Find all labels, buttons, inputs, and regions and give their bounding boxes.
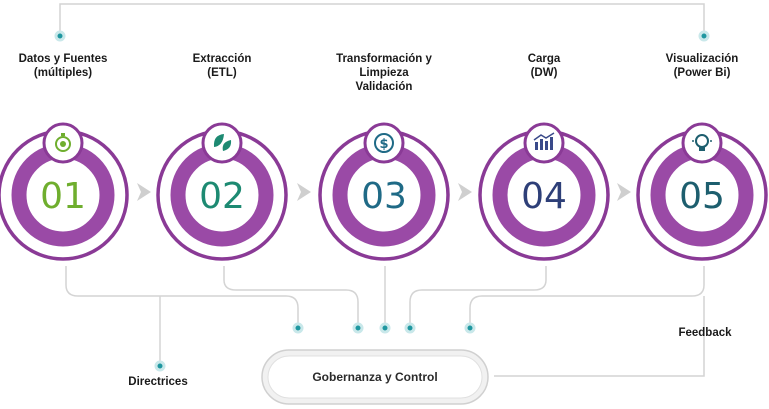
stage-number: 05 bbox=[679, 176, 725, 217]
connector-02 bbox=[223, 266, 359, 324]
bar-chart-icon bbox=[533, 132, 555, 150]
connector-dot-05 bbox=[464, 322, 476, 334]
arrow-04-05 bbox=[617, 183, 631, 201]
svg-text:$: $ bbox=[379, 137, 388, 152]
stage-number: 02 bbox=[199, 176, 245, 217]
lightbulb-icon bbox=[692, 134, 712, 151]
stage-number: 01 bbox=[40, 176, 86, 217]
arrow-02-03 bbox=[297, 183, 311, 201]
stage-label-line: (múltiples) bbox=[34, 67, 92, 79]
connector-04 bbox=[409, 266, 547, 324]
stage-5: Visualización (Power Bi) 05 bbox=[636, 53, 768, 261]
connectors bbox=[54, 3, 710, 377]
connector-dot-03 bbox=[379, 322, 391, 334]
connector-05 bbox=[469, 266, 705, 324]
stage-label-line: (ETL) bbox=[207, 67, 237, 79]
arrow-03-04 bbox=[458, 183, 472, 201]
stage-4: Carga (DW) 04 bbox=[478, 53, 610, 261]
arrow-01-02 bbox=[137, 183, 151, 201]
connector-dot-01 bbox=[292, 322, 304, 334]
top-loop-dot-right bbox=[698, 30, 710, 42]
governance-box: Gobernanza y Control bbox=[261, 349, 489, 405]
stage-icon-badge bbox=[363, 122, 405, 164]
stage-label-line: Visualización bbox=[666, 53, 739, 65]
stage-label-line: Datos y Fuentes bbox=[19, 53, 108, 65]
stage-label-line: Carga bbox=[528, 53, 561, 65]
stage-number: 04 bbox=[521, 176, 567, 217]
stage-label-line: Validación bbox=[356, 81, 413, 93]
stage-arrows bbox=[137, 183, 631, 201]
directrices-label: Directrices bbox=[128, 376, 187, 388]
stages: Datos y Fuentes (múltiples) 01 Extracción (E… bbox=[0, 53, 768, 261]
top-loop-dot-left bbox=[54, 30, 66, 42]
feedback-label: Feedback bbox=[678, 327, 732, 339]
stage-2: Extracción (ETL) 02 bbox=[156, 53, 288, 261]
feedback-line bbox=[494, 296, 705, 377]
stopwatch-icon bbox=[55, 133, 71, 152]
stage-number: 03 bbox=[361, 176, 407, 217]
leaf-cycle-icon bbox=[213, 134, 232, 151]
connector-01 bbox=[65, 266, 299, 324]
stage-label-line: Extracción bbox=[193, 53, 252, 65]
dollar-cycle-icon: $ bbox=[374, 133, 394, 153]
stage-label-line: Transformación y bbox=[336, 53, 432, 65]
stage-1: Datos y Fuentes (múltiples) 01 bbox=[0, 53, 129, 261]
connector-dot-04 bbox=[404, 322, 416, 334]
stage-label-line: Limpieza bbox=[359, 67, 409, 79]
top-loop-line bbox=[59, 3, 705, 36]
stage-icon-badge bbox=[523, 122, 565, 164]
stage-icon-badge bbox=[201, 122, 243, 164]
stage-icon-badge bbox=[681, 122, 723, 164]
governance-label: Gobernanza y Control bbox=[312, 370, 437, 384]
stage-label-line: (Power Bi) bbox=[674, 67, 731, 79]
directrices-dot bbox=[154, 360, 166, 372]
connector-dot-02 bbox=[352, 322, 364, 334]
stage-label-line: (DW) bbox=[531, 67, 558, 79]
